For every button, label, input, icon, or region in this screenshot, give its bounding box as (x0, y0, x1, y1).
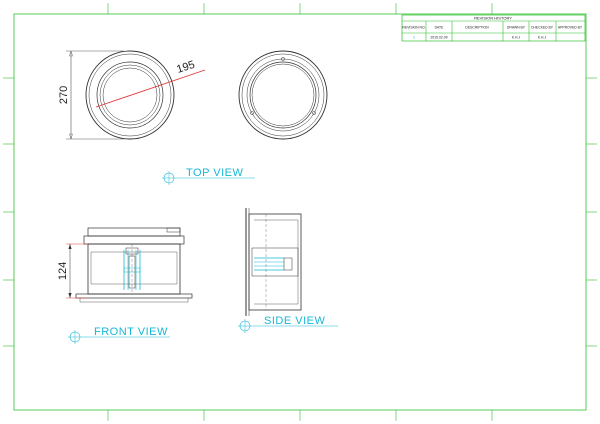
dimension-height-124: 124 (57, 243, 88, 299)
header-approved-by: APPROVED BY (558, 26, 583, 30)
row-date: 2015.02.09 (431, 36, 448, 40)
header-checked-by: CHECKED BY (531, 26, 554, 30)
drawing-frame (3, 3, 597, 421)
top-view-text: TOP VIEW (186, 167, 244, 179)
side-view-label: SIDE VIEW (238, 315, 338, 333)
row-revision-no: 1 (413, 35, 416, 40)
row-drawn-by: K.H.J (512, 36, 521, 40)
dimension-124-label: 124 (57, 262, 69, 280)
header-date: DATE (435, 26, 445, 30)
top-view-left-ring (85, 50, 175, 140)
front-view-outline (75, 227, 193, 303)
revision-history-title: REVISION HISTORY (474, 16, 512, 21)
dimension-height-270: 270 (58, 50, 124, 140)
revision-history-table: REVISION HISTORY REVISION NO. DATE DESCR… (401, 14, 586, 42)
dimension-195-label: 195 (175, 59, 196, 76)
dimension-diameter-195: 195 (95, 59, 206, 108)
dimension-270-label: 270 (58, 86, 70, 104)
header-drawn-by: DRAWN BY (507, 26, 526, 30)
top-view-right-ring (238, 50, 328, 140)
front-view-label: FRONT VIEW (68, 326, 170, 344)
row-checked-by: K.H.J (538, 36, 547, 40)
front-view-text: FRONT VIEW (94, 326, 168, 338)
header-revision-no: REVISION NO. (402, 26, 425, 30)
header-description: DESCRIPTION (465, 26, 489, 30)
top-view-label: TOP VIEW (162, 167, 255, 185)
side-view-outline (245, 208, 302, 316)
side-view-text: SIDE VIEW (264, 315, 325, 327)
